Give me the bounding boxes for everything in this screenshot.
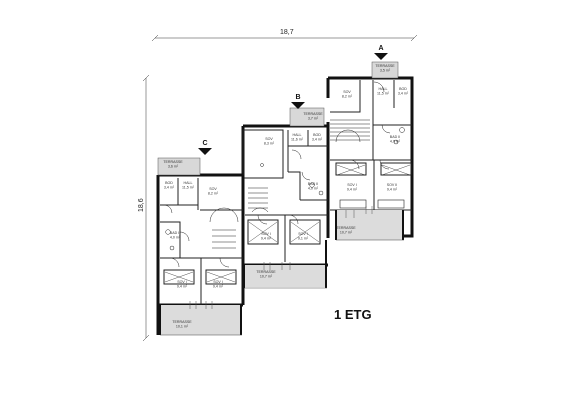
- entrance-c-marker: C: [198, 140, 212, 155]
- floor-label: 1 ETG: [334, 307, 372, 322]
- width-dimension: [151, 34, 418, 42]
- unit-a-interior: [330, 80, 412, 211]
- unit-c-interior: [160, 178, 243, 305]
- entrance-b-marker: B: [291, 94, 305, 109]
- height-dimension-label: 18,6: [138, 198, 145, 212]
- unit-b-terrace-top: [289, 107, 325, 127]
- entrance-a-label: A: [378, 45, 383, 52]
- unit-b-terrace-bottom: [243, 240, 327, 289]
- unit-c-terrace-top: [157, 157, 201, 176]
- width-dimension-label: 18,7: [280, 29, 294, 36]
- unit-a-terrace-top: [371, 61, 399, 79]
- unit-b-interior: [242, 129, 328, 262]
- unit-a-terrace-bottom: [335, 206, 404, 241]
- height-dimension: [142, 74, 150, 342]
- entrance-c-label: C: [202, 140, 207, 147]
- unit-c-terrace-bottom: [159, 301, 242, 336]
- entrance-b-label: B: [295, 94, 300, 101]
- entrance-a-marker: A: [374, 45, 388, 60]
